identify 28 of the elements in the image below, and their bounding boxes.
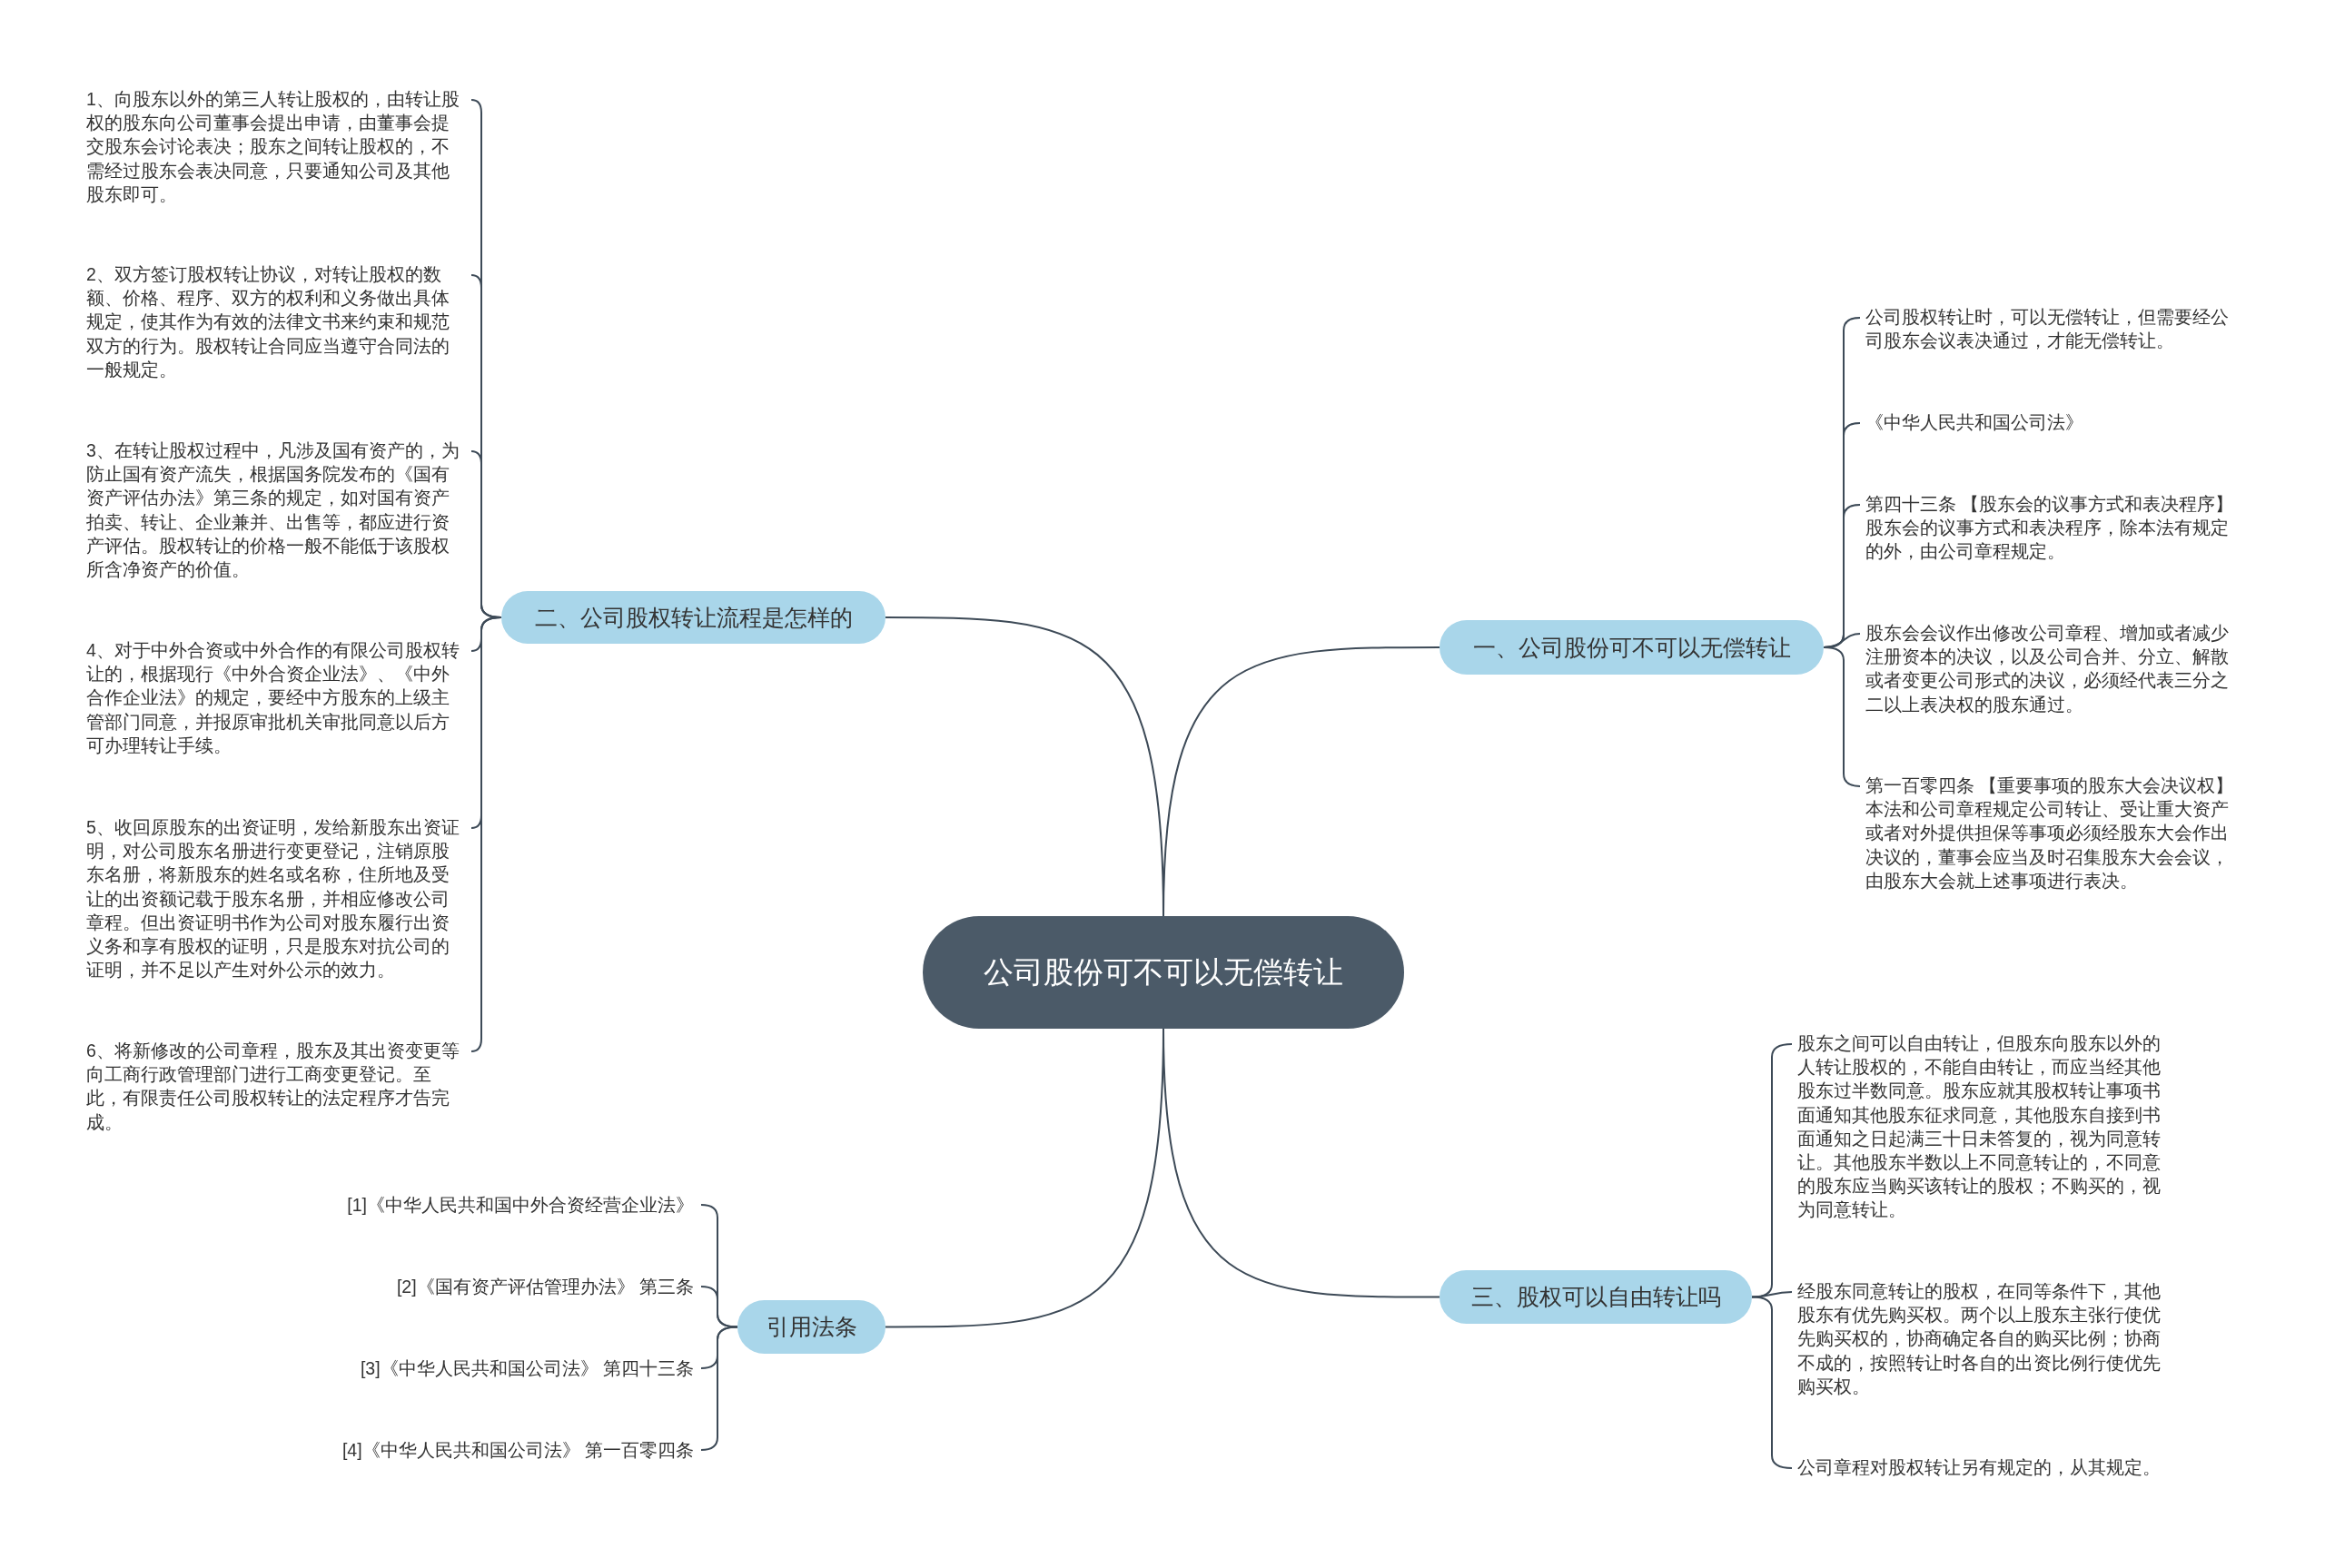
note-text: 5、收回原股东的出资证明，发给新股东出资证明，对公司股东名册进行变更登记，注销原股东名册，将新股东的姓名或名称，住所地及受让的出资额记载于股东名册，并相应修改公司章程。但出资证明书作为公司对股东履行出资义务和享有股权的证明，只是股东对抗公司的证明，并不足以产生对外公示的效力。 (86, 815, 464, 982)
note-text: 第四十三条 【股东会的议事方式和表决程序】股东会的议事方式和表决程序，除本法有规定的外，由公司章程规定。 (1865, 492, 2245, 564)
note-text: 1、向股东以外的第三人转让股权的，由转让股权的股东向公司董事会提出申请，由董事会提交股东会讨论表决；股东之间转让股权的，不需经过股东会表决同意，只要通知公司及其他股东即可。 (86, 87, 464, 206)
topic-pill: 一、公司股份可不可以无偿转让 (1440, 620, 1824, 675)
reference-text: [4]《中华人民共和国公司法》 第一百零四条 (272, 1438, 694, 1462)
note-text: 3、在转让股权过程中，凡涉及国有资产的，为防止国有资产流失，根据国务院发布的《国有资产评估办法》第三条的规定，如对国有资产拍卖、转让、企业兼并、出售等，都应进行资产评估。股权转让的价格一般不能低于该股权所含净资产的价值。 (86, 439, 464, 582)
central-topic: 公司股份可不可以无偿转让 (923, 916, 1404, 1029)
connector-line (1751, 1291, 1793, 1298)
note-text: 《中华人民共和国公司法》 (1865, 410, 2245, 435)
connector-line (700, 1326, 738, 1451)
topic-pill: 二、公司股权转让流程是怎样的 (501, 591, 885, 644)
topic-pill: 三、股权可以自由转让吗 (1440, 1270, 1752, 1324)
note-text: 股东之间可以自由转让，但股东向股东以外的人转让股权的，不能自由转让，而应当经其他股东过半数同意。股东应就其股权转让事项书面通知其他股东征求同意，其他股东自接到书面通知之日起满三十日未答复的，视为同意转让。其他股东半数以上不同意转让的，不同意的股东应当购买该转让的股权；不购买的，视为同意转让。 (1797, 1031, 2170, 1222)
topic-pill: 引用法条 (737, 1300, 885, 1354)
reference-text: [2]《国有资产评估管理办法》 第三条 (272, 1275, 694, 1298)
connector-line (470, 616, 502, 1052)
note-text: 第一百零四条 【重要事项的股东大会决议权】本法和公司章程规定公司转让、受让重大资产或者对外提供担保等事项必须经股东大会作出决议的，董事会应当及时召集股东大会会议，由股东大会就上述事项进行表决。 (1865, 774, 2245, 892)
reference-text: [1]《中华人民共和国中外合资经营企业法》 (272, 1193, 694, 1217)
note-text: 2、双方签订股权转让协议，对转让股权的数额、价格、程序、双方的权利和义务做出具体规定，使其作为有效的法律文书来约束和规范双方的行为。股权转让合同应当遵守合同法的一般规定。 (86, 262, 464, 381)
reference-text: [3]《中华人民共和国公司法》 第四十三条 (272, 1356, 694, 1380)
note-text: 4、对于中外合资或中外合作的有限公司股权转让的，根据现行《中外合资企业法》、《中外合作企业法》的规定，要经中方股东的上级主管部门同意，并报原审批机关审批同意以后方可办理转让手续。 (86, 638, 464, 757)
note-text: 经股东同意转让的股权，在同等条件下，其他股东有优先购买权。两个以上股东主张行使优先购买权的，协商确定各自的购买比例；协商不成的，按照转让时各自的出资比例行使优先购买权。 (1797, 1279, 2170, 1398)
connector-line (1823, 646, 1861, 787)
note-text: 6、将新修改的公司章程，股东及其出资变更等向工商行政管理部门进行工商变更登记。至此，有限责任公司股权转让的法定程序才告完成。 (86, 1039, 464, 1134)
connector-line (700, 1286, 738, 1328)
note-text: 公司章程对股权转让另有规定的，从其规定。 (1797, 1455, 2170, 1480)
note-text: 股东会会议作出修改公司章程、增加或者减少注册资本的决议，以及公司合并、分立、解散或者变更公司形式的决议，必须经代表三分之二以上表决权的股东通过。 (1865, 621, 2245, 716)
note-text: 公司股权转让时，可以无偿转让，但需要经公司股东会议表决通过，才能无偿转让。 (1865, 305, 2245, 353)
